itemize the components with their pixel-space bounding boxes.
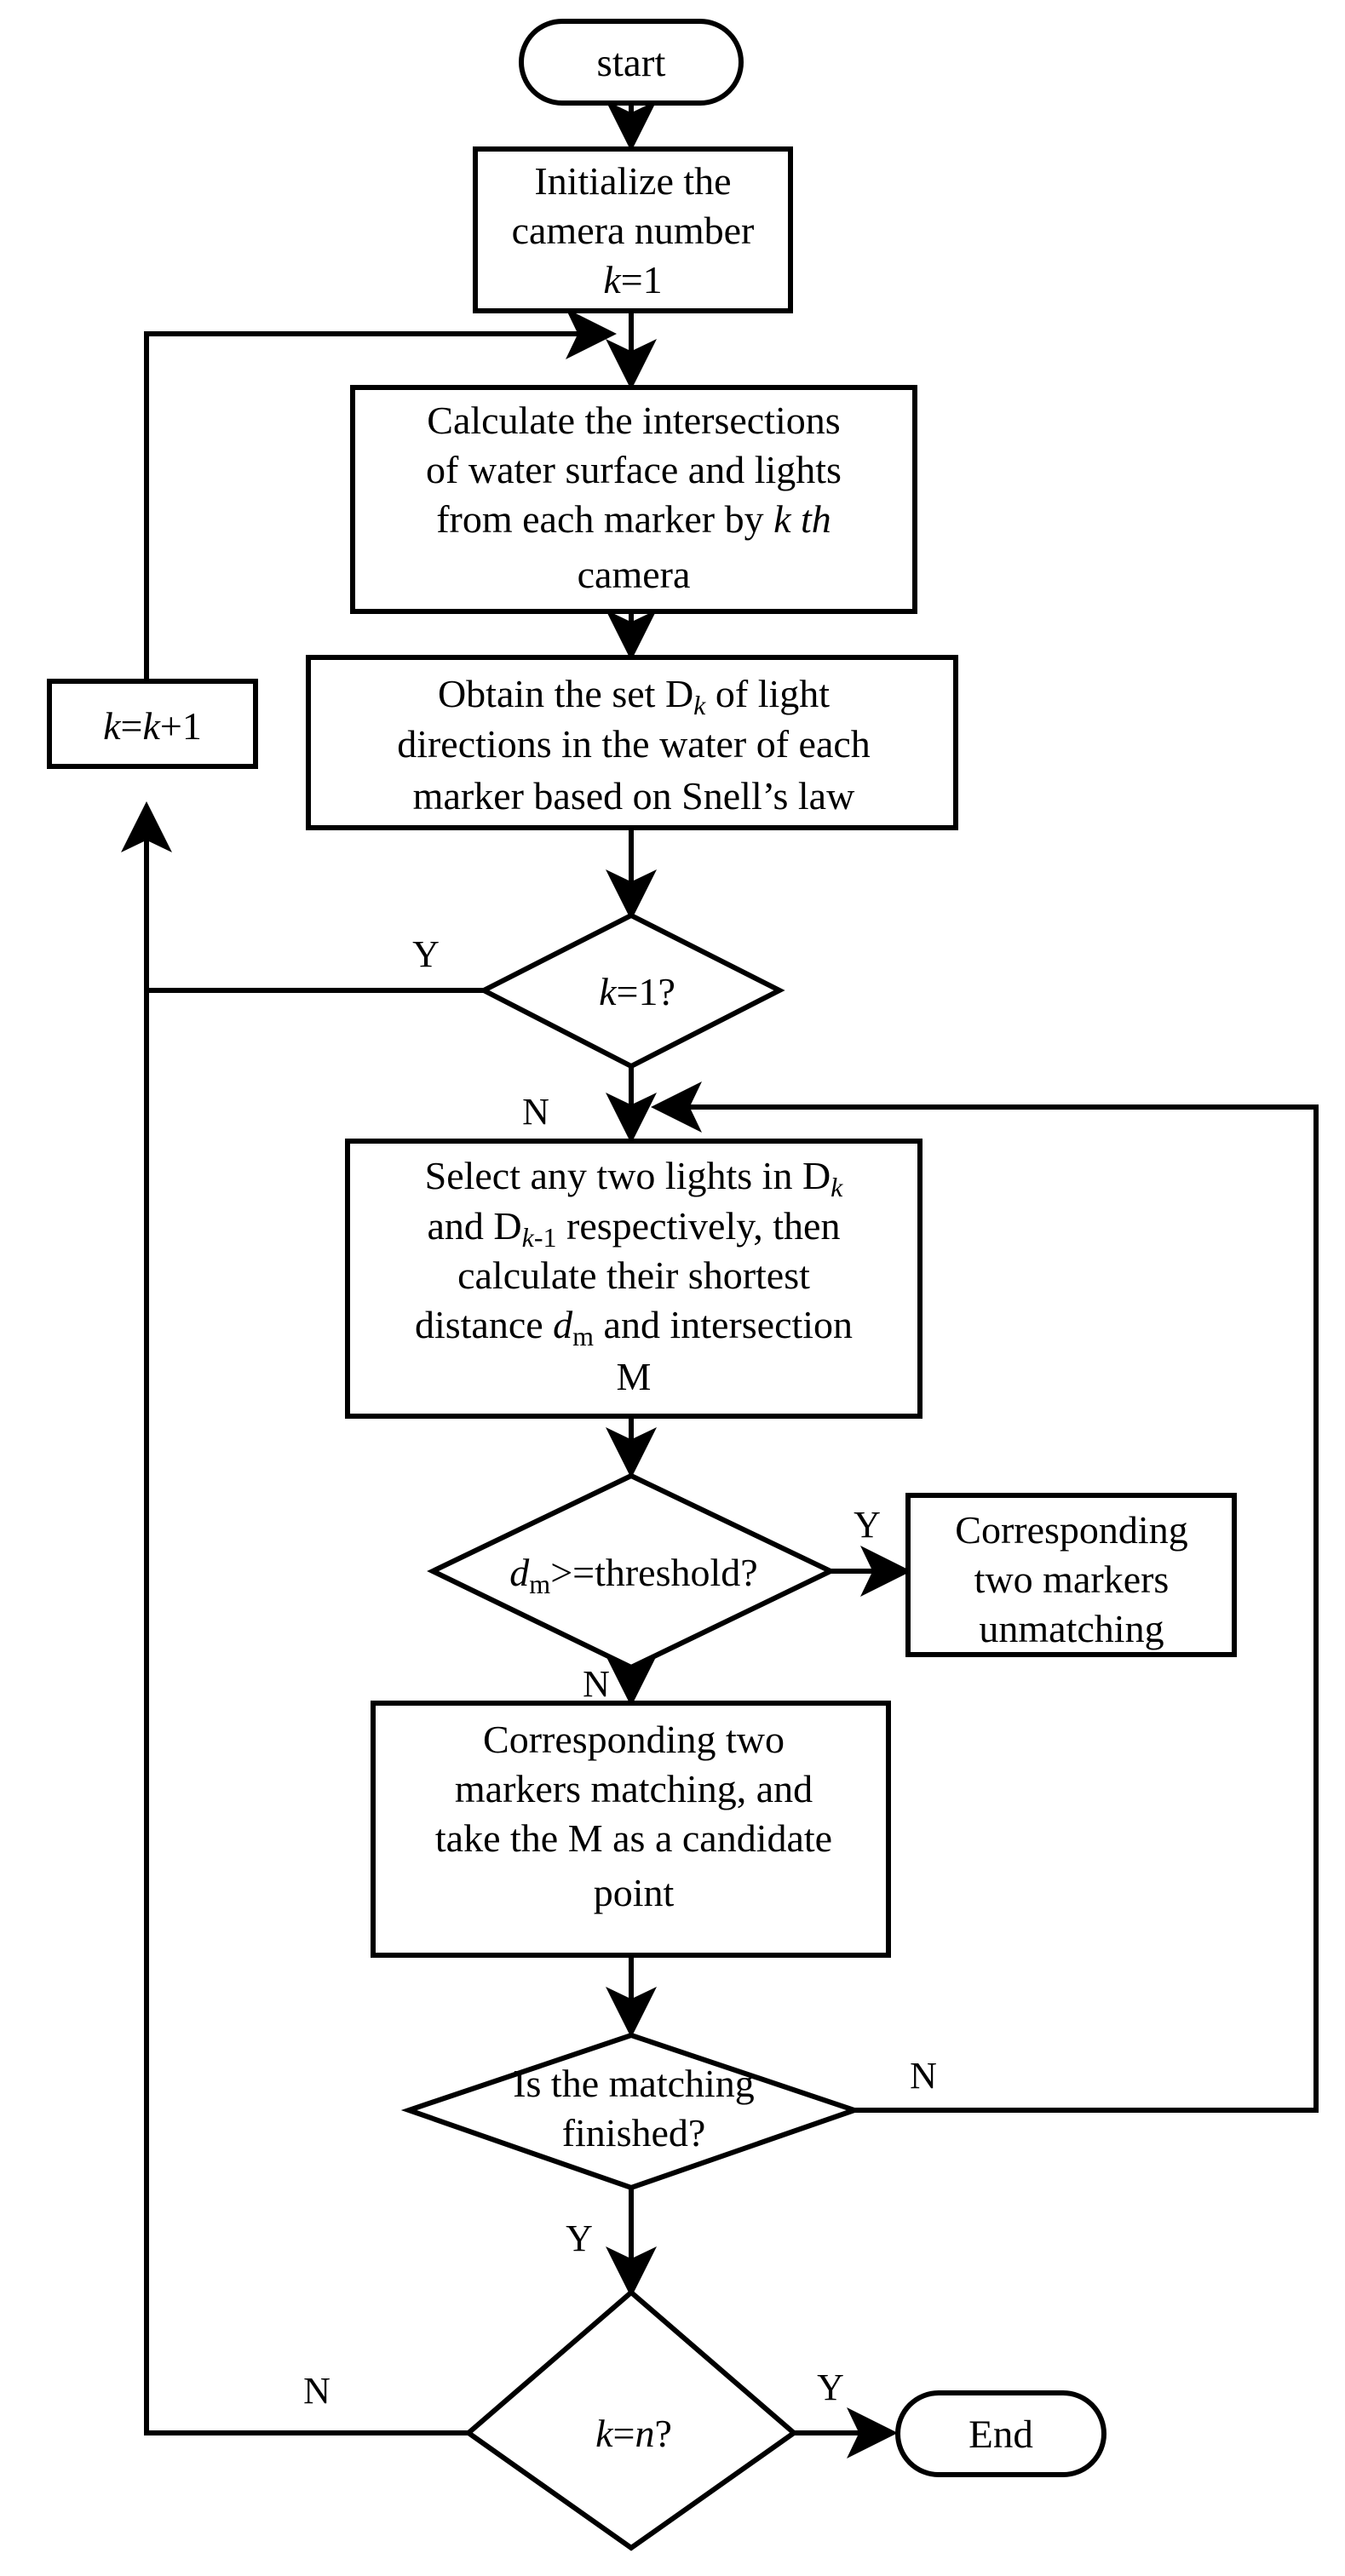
unmatching-shape	[905, 1493, 1237, 1657]
select-line-3: calculate their shortest	[457, 1254, 810, 1297]
calc-line-2: of water surface and lights	[426, 448, 842, 491]
k-is-n-shape	[464, 2289, 798, 2551]
threshold-label: dm>=threshold?	[509, 1551, 757, 1599]
end-shape	[895, 2390, 1106, 2477]
start-label: start	[597, 41, 666, 85]
end-label: End	[969, 2412, 1033, 2457]
calc-shape	[350, 385, 917, 614]
edge-label-finished-no: N	[910, 2055, 937, 2097]
node-threshold[interactable]: dm>=threshold?	[427, 1472, 836, 1671]
select-lights-shape	[345, 1139, 923, 1419]
matching-finished-line-1: Is the matching	[513, 2062, 755, 2105]
select-line-5: M	[617, 1355, 652, 1398]
edge-label-k-is-n-no: N	[303, 2370, 331, 2412]
node-k-increment[interactable]: k=k+1	[47, 679, 258, 769]
obtain-line-3: marker based on Snell’s law	[413, 774, 855, 818]
node-matching-finished[interactable]: Is the matching finished?	[400, 2032, 863, 2191]
edge-label-threshold-yes: Y	[854, 1504, 881, 1546]
node-calculate-intersections[interactable]: Calculate the intersections of water sur…	[350, 385, 917, 614]
edge-label-k-is-one-no: N	[522, 1091, 549, 1133]
k-increment-label: k=k+1	[103, 704, 202, 748]
edge-label-k-is-one-yes: Y	[412, 933, 440, 975]
matching-line-1: Corresponding two	[483, 1718, 785, 1761]
obtain-line-2: directions in the water of each	[397, 722, 871, 766]
node-obtain-set[interactable]: Obtain the set Dk of light directions in…	[306, 655, 958, 830]
edge-k-is-n-no-loop	[121, 801, 468, 2435]
init-line-3: k=1	[603, 258, 662, 301]
node-k-is-n[interactable]: k=n?	[464, 2289, 798, 2551]
init-line-1: Initialize the	[534, 159, 731, 203]
select-line-4: distance dm and intersection	[415, 1303, 853, 1351]
calc-line-4: camera	[578, 553, 691, 596]
k-increment-shape	[47, 679, 258, 769]
matching-finished-line-2: finished?	[562, 2111, 706, 2154]
unmatching-line-1: Corresponding	[955, 1508, 1187, 1552]
select-line-1: Select any two lights in Dk	[425, 1154, 844, 1202]
start-shape	[519, 19, 744, 106]
select-line-2: and Dk-1 respectively, then	[428, 1204, 841, 1253]
edge-finished-no-loop	[651, 1081, 1319, 2113]
matching-line-3: take the M as a candidate	[435, 1816, 832, 1860]
node-unmatching[interactable]: Corresponding two markers unmatching	[905, 1493, 1237, 1657]
node-start[interactable]: start	[519, 19, 744, 106]
k-is-n-label: k=n?	[595, 2412, 672, 2455]
node-matching[interactable]: Corresponding two markers matching, and …	[371, 1701, 891, 1958]
edge-label-threshold-no: N	[583, 1663, 610, 1705]
init-line-2: camera number	[512, 209, 755, 252]
node-end[interactable]: End	[895, 2390, 1106, 2477]
matching-shape	[371, 1701, 891, 1958]
unmatching-line-2: two markers	[974, 1558, 1170, 1601]
matching-line-2: markers matching, and	[455, 1767, 813, 1810]
node-init[interactable]: Initialize the camera number k=1	[473, 146, 793, 313]
calc-line-1: Calculate the intersections	[427, 399, 840, 442]
node-select-lights[interactable]: Select any two lights in Dk and Dk-1 res…	[345, 1139, 923, 1419]
obtain-shape	[306, 655, 958, 830]
matching-line-4: point	[594, 1871, 675, 1914]
edge-k-increment-to-calc-loop	[144, 308, 617, 726]
node-k-is-one[interactable]: k=1?	[478, 912, 785, 1070]
threshold-shape	[427, 1472, 836, 1671]
matching-finished-shape	[400, 2032, 863, 2191]
calc-line-3: from each marker by k th	[436, 497, 831, 541]
k-is-one-shape	[478, 912, 785, 1070]
unmatching-line-3: unmatching	[979, 1607, 1164, 1650]
init-shape	[473, 146, 793, 313]
edge-label-finished-yes: Y	[566, 2217, 593, 2259]
k-is-one-label: k=1?	[599, 970, 675, 1013]
obtain-line-1: Obtain the set Dk of light	[438, 672, 830, 720]
edge-label-k-is-n-yes: Y	[817, 2367, 844, 2408]
